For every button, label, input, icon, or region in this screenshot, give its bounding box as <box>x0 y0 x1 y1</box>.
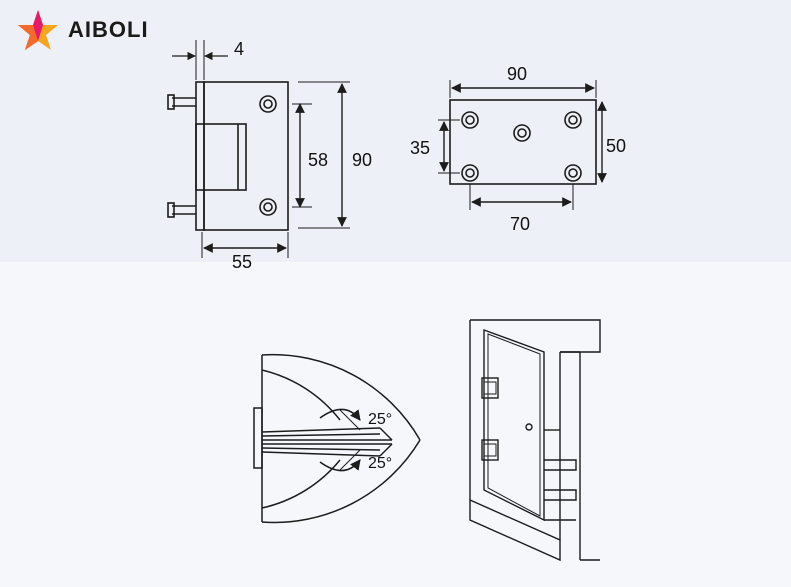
brand-logo: AIBOLI <box>14 8 149 52</box>
hinge-top-icon <box>481 377 499 399</box>
hinge-bottom-icon <box>481 439 499 461</box>
dimension-panel <box>0 0 791 262</box>
installation-panel <box>0 262 791 587</box>
screw-hole <box>259 95 277 113</box>
hinge-plate-view <box>438 80 607 210</box>
wall-outline <box>470 319 601 353</box>
hinge-knuckle <box>195 123 247 191</box>
dim-plate-width-label: 90 <box>507 64 527 84</box>
angle-top-label: 25° <box>368 411 392 428</box>
door-knob-icon <box>525 423 533 431</box>
screw-hole <box>259 198 277 216</box>
dim-thickness-label: 4 <box>234 39 244 59</box>
dim-hole-height-label: 58 <box>308 150 328 170</box>
threshold <box>469 498 561 562</box>
hinge-body <box>203 81 289 231</box>
angle-bottom-label: 25° <box>368 455 392 472</box>
hinge-plate <box>449 99 597 185</box>
glass-door <box>483 328 545 522</box>
hinge-side-view <box>167 40 350 258</box>
swing-arc-outer <box>261 353 421 441</box>
dim-hole-spacing-h-label: 70 <box>510 214 530 234</box>
dim-hole-spacing-v-label: 35 <box>410 138 430 158</box>
brand-name: AIBOLI <box>68 17 149 42</box>
wall-bracket <box>253 407 263 469</box>
shower-door-illustration <box>469 319 601 562</box>
star-logo-icon <box>18 10 58 50</box>
dim-width-label: 55 <box>232 252 252 272</box>
hinge-back-plate <box>195 81 205 231</box>
dim-plate-height-label: 50 <box>606 136 626 156</box>
dim-total-height-label: 90 <box>352 150 372 170</box>
swing-diagram <box>253 353 421 524</box>
